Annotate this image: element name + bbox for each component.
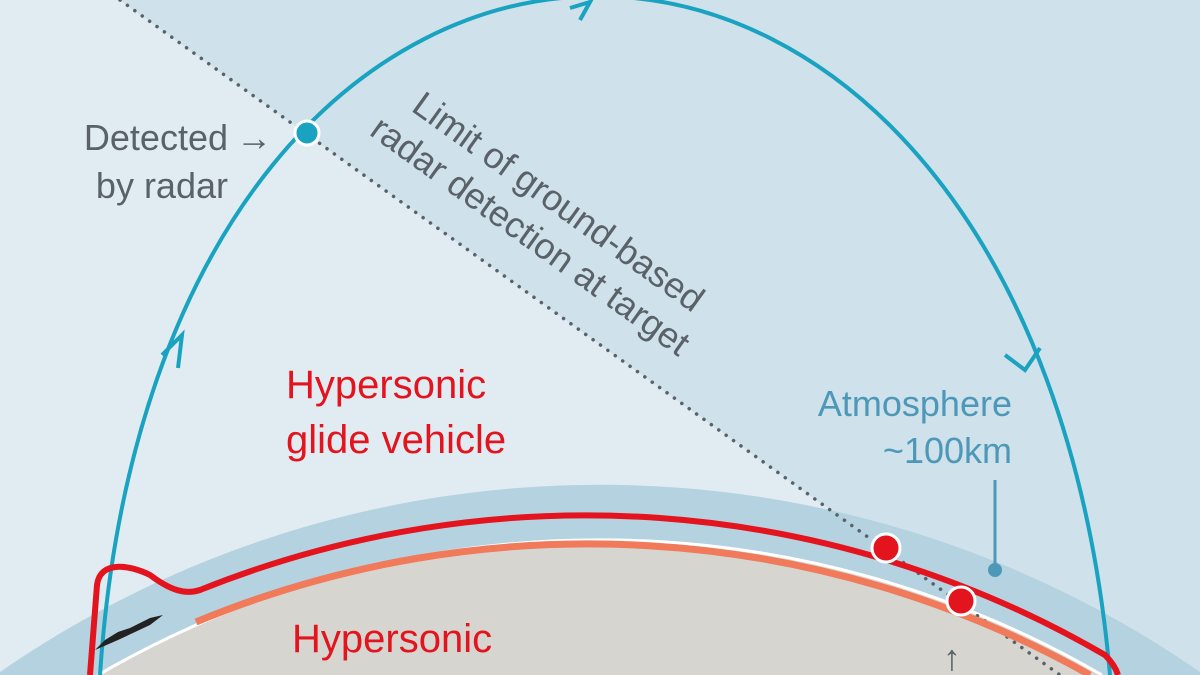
glide-vehicle-path [87, 512, 1121, 675]
cruise-detection-point [945, 585, 977, 617]
detection-point [293, 119, 321, 147]
up-arrow-icon: ↑ [943, 637, 961, 675]
ballistic-arrow-down [1003, 346, 1042, 373]
atmosphere-pointer-dot [988, 563, 1002, 577]
detected-label-line2: by radar [96, 165, 228, 206]
detected-label-line1: Detected [84, 117, 228, 158]
ballistic-arrow-up [160, 329, 185, 369]
cruise-missile-path [194, 540, 1092, 675]
glide-vehicle-label-line1: Hypersonic [286, 363, 486, 407]
atmosphere-label-line2: ~100km [883, 430, 1012, 471]
aircraft-icon [95, 615, 163, 650]
ballistic-trajectory [98, 0, 1112, 675]
glide-vehicle-label-line2: glide vehicle [286, 418, 506, 462]
ballistic-arrow-top [569, 0, 594, 21]
glide-detection-point [870, 532, 902, 564]
cruise-missile-label: Hypersonic [292, 617, 492, 661]
atmosphere-label-line1: Atmosphere [818, 383, 1012, 424]
detected-arrow: → [236, 117, 272, 158]
